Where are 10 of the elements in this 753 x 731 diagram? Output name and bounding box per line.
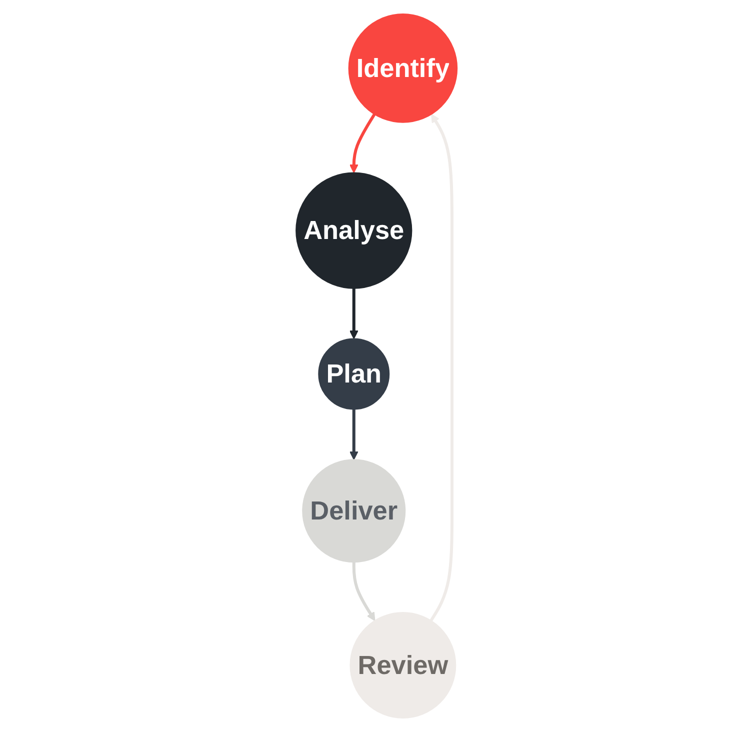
node-circle: Review [350,612,456,718]
node-circle: Analyse [295,172,412,288]
node-circle: Deliver [302,458,406,562]
arrow [349,112,376,173]
arrow [352,562,376,621]
arrow [349,288,358,339]
node-circle: Identify [348,13,458,122]
arrow [430,113,454,621]
node-circle: Plan [318,338,390,410]
arrow [349,408,358,460]
